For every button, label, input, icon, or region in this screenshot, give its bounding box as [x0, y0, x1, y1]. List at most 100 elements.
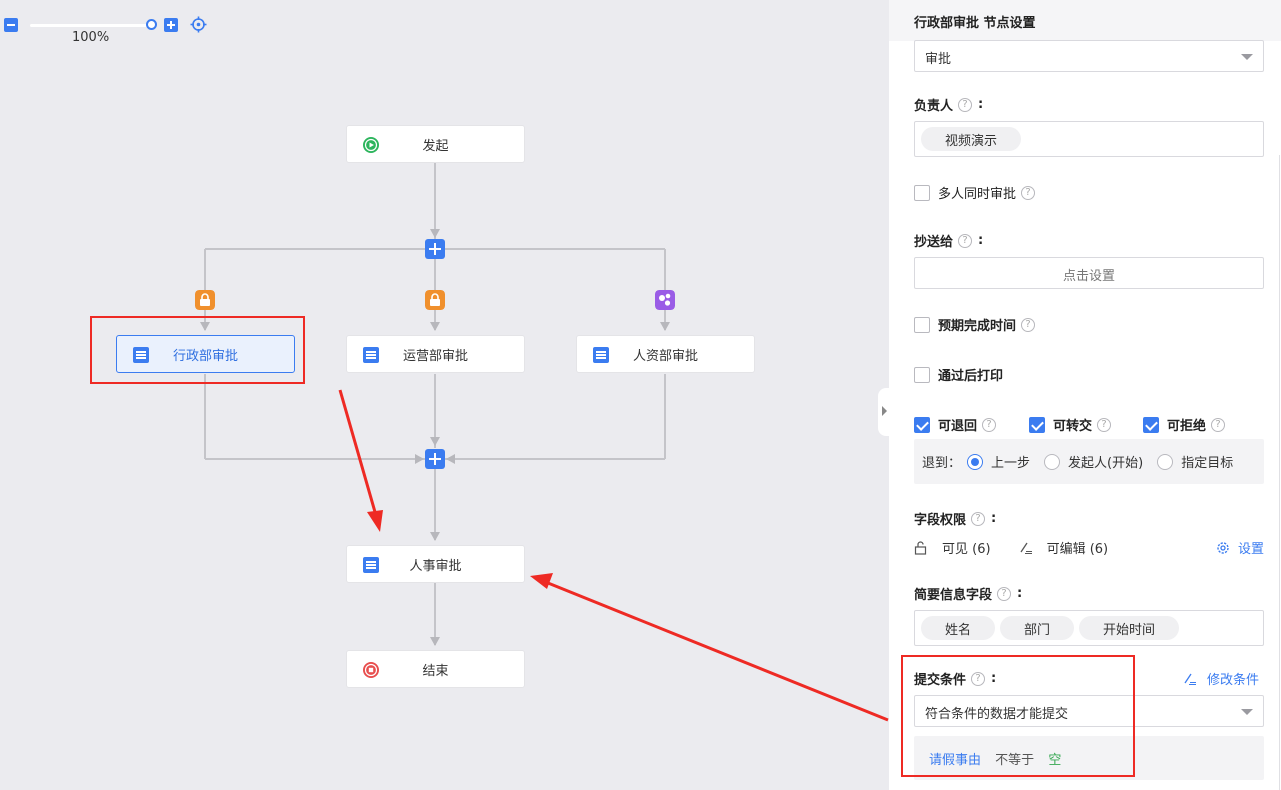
field-perm-settings-link[interactable]: 设置 — [1216, 538, 1264, 557]
flow-canvas[interactable]: 100% — [0, 0, 889, 790]
form-doc-icon — [363, 557, 379, 573]
owner-label: 负责人 ?: — [914, 97, 984, 114]
help-icon[interactable]: ? — [997, 586, 1012, 601]
summary-fields-label-text: 简要信息字段 — [914, 588, 993, 603]
checkbox-label: 可拒绝 — [1167, 419, 1207, 434]
node-label: 结束 — [422, 663, 449, 679]
help-icon[interactable]: ? — [971, 671, 986, 686]
node-label: 行政部审批 — [172, 348, 238, 364]
help-icon[interactable]: ? — [971, 511, 986, 526]
editable-count[interactable]: 可编辑 (6) — [1046, 542, 1109, 557]
radio-label: 发起人(开始) — [1068, 456, 1144, 471]
visible-count[interactable]: 可见 (6) — [942, 542, 991, 557]
summary-field-tag[interactable]: 开始时间 — [1079, 616, 1180, 640]
form-doc-icon — [593, 347, 609, 363]
radio-target[interactable]: 指定目标 — [1157, 452, 1233, 471]
checkbox-box[interactable] — [914, 184, 930, 201]
dropdown-caret-icon — [1241, 54, 1253, 60]
summary-fields-picker[interactable]: 姓名 部门 开始时间 — [914, 610, 1264, 646]
owner-tag[interactable]: 视频演示 — [921, 127, 1022, 151]
summary-field-tag[interactable]: 姓名 — [921, 616, 996, 640]
panel-title: 行政部审批 节点设置 — [889, 0, 1281, 41]
summary-fields-label: 简要信息字段 ?: — [914, 586, 1023, 603]
submit-condition-label: 提交条件 ?: — [914, 671, 997, 688]
node-settings-panel: 行政部审批 节点设置 审批 负责人 ?: 视频演示 多人同时审批 ? 抄送给 ?… — [889, 0, 1281, 790]
cc-label-text: 抄送给 — [914, 235, 954, 250]
flow-node-end[interactable]: 结束 — [346, 650, 525, 688]
cc-label: 抄送给 ?: — [914, 233, 984, 250]
flow-node-branch-admin[interactable]: 行政部审批 — [116, 335, 295, 373]
lock-badge-icon[interactable] — [425, 290, 445, 310]
panel-collapse-toggle[interactable] — [878, 388, 890, 436]
condition-value: 空 — [1048, 753, 1062, 768]
panel-scrollbar[interactable] — [1279, 155, 1280, 790]
print-after-checkbox[interactable]: 通过后打印 — [914, 365, 1003, 384]
zoom-out-icon[interactable] — [4, 18, 18, 32]
condition-rule[interactable]: 请假事由 不等于 空 — [914, 736, 1264, 780]
locate-center-icon[interactable] — [190, 16, 207, 33]
lock-badge-icon[interactable] — [195, 290, 215, 310]
annotation-highlight-box — [90, 316, 305, 384]
help-icon[interactable]: ? — [1021, 317, 1036, 332]
node-label: 发起 — [422, 138, 449, 154]
zoom-slider-handle[interactable] — [146, 19, 157, 30]
unlock-icon — [914, 540, 927, 555]
org-badge-icon[interactable] — [655, 290, 675, 310]
deadline-checkbox[interactable]: 预期完成时间 ? — [914, 315, 1036, 334]
node-type-select[interactable]: 审批 — [914, 40, 1264, 72]
radio-dot[interactable] — [1044, 453, 1061, 470]
checkbox-box[interactable] — [914, 416, 930, 433]
radio-previous-step[interactable]: 上一步 — [967, 452, 1030, 471]
field-permissions: 可见 (6) 可编辑 (6) 设置 — [914, 538, 1264, 557]
condition-operator: 不等于 — [995, 753, 1035, 768]
checkbox-box[interactable] — [1143, 416, 1159, 433]
flow-node-branch-ops[interactable]: 运营部审批 — [346, 335, 525, 373]
return-to-options: 退到： 上一步 发起人(开始) 指定目标 — [914, 439, 1264, 484]
radio-label: 指定目标 — [1181, 456, 1234, 471]
form-doc-icon — [133, 347, 149, 363]
checkbox-box[interactable] — [914, 366, 930, 383]
checkbox-box[interactable] — [1029, 416, 1045, 433]
settings-label: 设置 — [1237, 542, 1264, 557]
add-branch-button[interactable] — [425, 239, 445, 259]
edit-pen-icon — [1020, 542, 1032, 554]
flow-node-branch-hr[interactable]: 人资部审批 — [576, 335, 755, 373]
edit-pen-icon — [1184, 673, 1196, 685]
gear-icon — [1217, 541, 1229, 554]
allow-reject-checkbox[interactable]: 可拒绝 ? — [1143, 415, 1226, 434]
summary-field-tag[interactable]: 部门 — [1000, 616, 1075, 640]
form-doc-icon — [363, 347, 379, 363]
chevron-right-icon — [882, 406, 887, 416]
modify-condition-label: 修改条件 — [1207, 673, 1260, 688]
submit-condition-select[interactable]: 符合条件的数据才能提交 — [914, 695, 1264, 727]
allow-return-checkbox[interactable]: 可退回 ? — [914, 415, 997, 434]
zoom-level: 100% — [72, 30, 110, 45]
checkbox-label: 可退回 — [938, 419, 978, 434]
flow-node-personnel[interactable]: 人事审批 — [346, 545, 525, 583]
help-icon[interactable]: ? — [958, 97, 973, 112]
modify-condition-link[interactable]: 修改条件 — [1183, 669, 1259, 688]
radio-dot[interactable] — [1157, 453, 1174, 470]
zoom-in-icon[interactable] — [164, 18, 178, 32]
field-perm-label-text: 字段权限 — [914, 513, 967, 528]
help-icon[interactable]: ? — [1097, 417, 1112, 432]
radio-dot[interactable] — [967, 453, 984, 470]
play-circle-icon — [363, 137, 379, 153]
help-icon[interactable]: ? — [982, 417, 997, 432]
help-icon[interactable]: ? — [1021, 185, 1036, 200]
flow-node-start[interactable]: 发起 — [346, 125, 525, 163]
owner-picker[interactable]: 视频演示 — [914, 121, 1264, 157]
allow-transfer-checkbox[interactable]: 可转交 ? — [1029, 415, 1112, 434]
checkbox-label: 可转交 — [1053, 419, 1093, 434]
zoom-control: 100% — [4, 14, 214, 54]
return-to-label: 退到： — [922, 456, 962, 471]
checkbox-box[interactable] — [914, 316, 930, 333]
multi-approve-checkbox[interactable]: 多人同时审批 ? — [914, 183, 1036, 202]
help-icon[interactable]: ? — [958, 233, 973, 248]
help-icon[interactable]: ? — [1211, 417, 1226, 432]
cc-set-button[interactable]: 点击设置 — [914, 257, 1264, 289]
radio-initiator[interactable]: 发起人(开始) — [1044, 452, 1143, 471]
node-label: 人事审批 — [409, 558, 462, 574]
zoom-slider[interactable] — [30, 24, 148, 27]
add-node-merge-button[interactable] — [425, 449, 445, 469]
